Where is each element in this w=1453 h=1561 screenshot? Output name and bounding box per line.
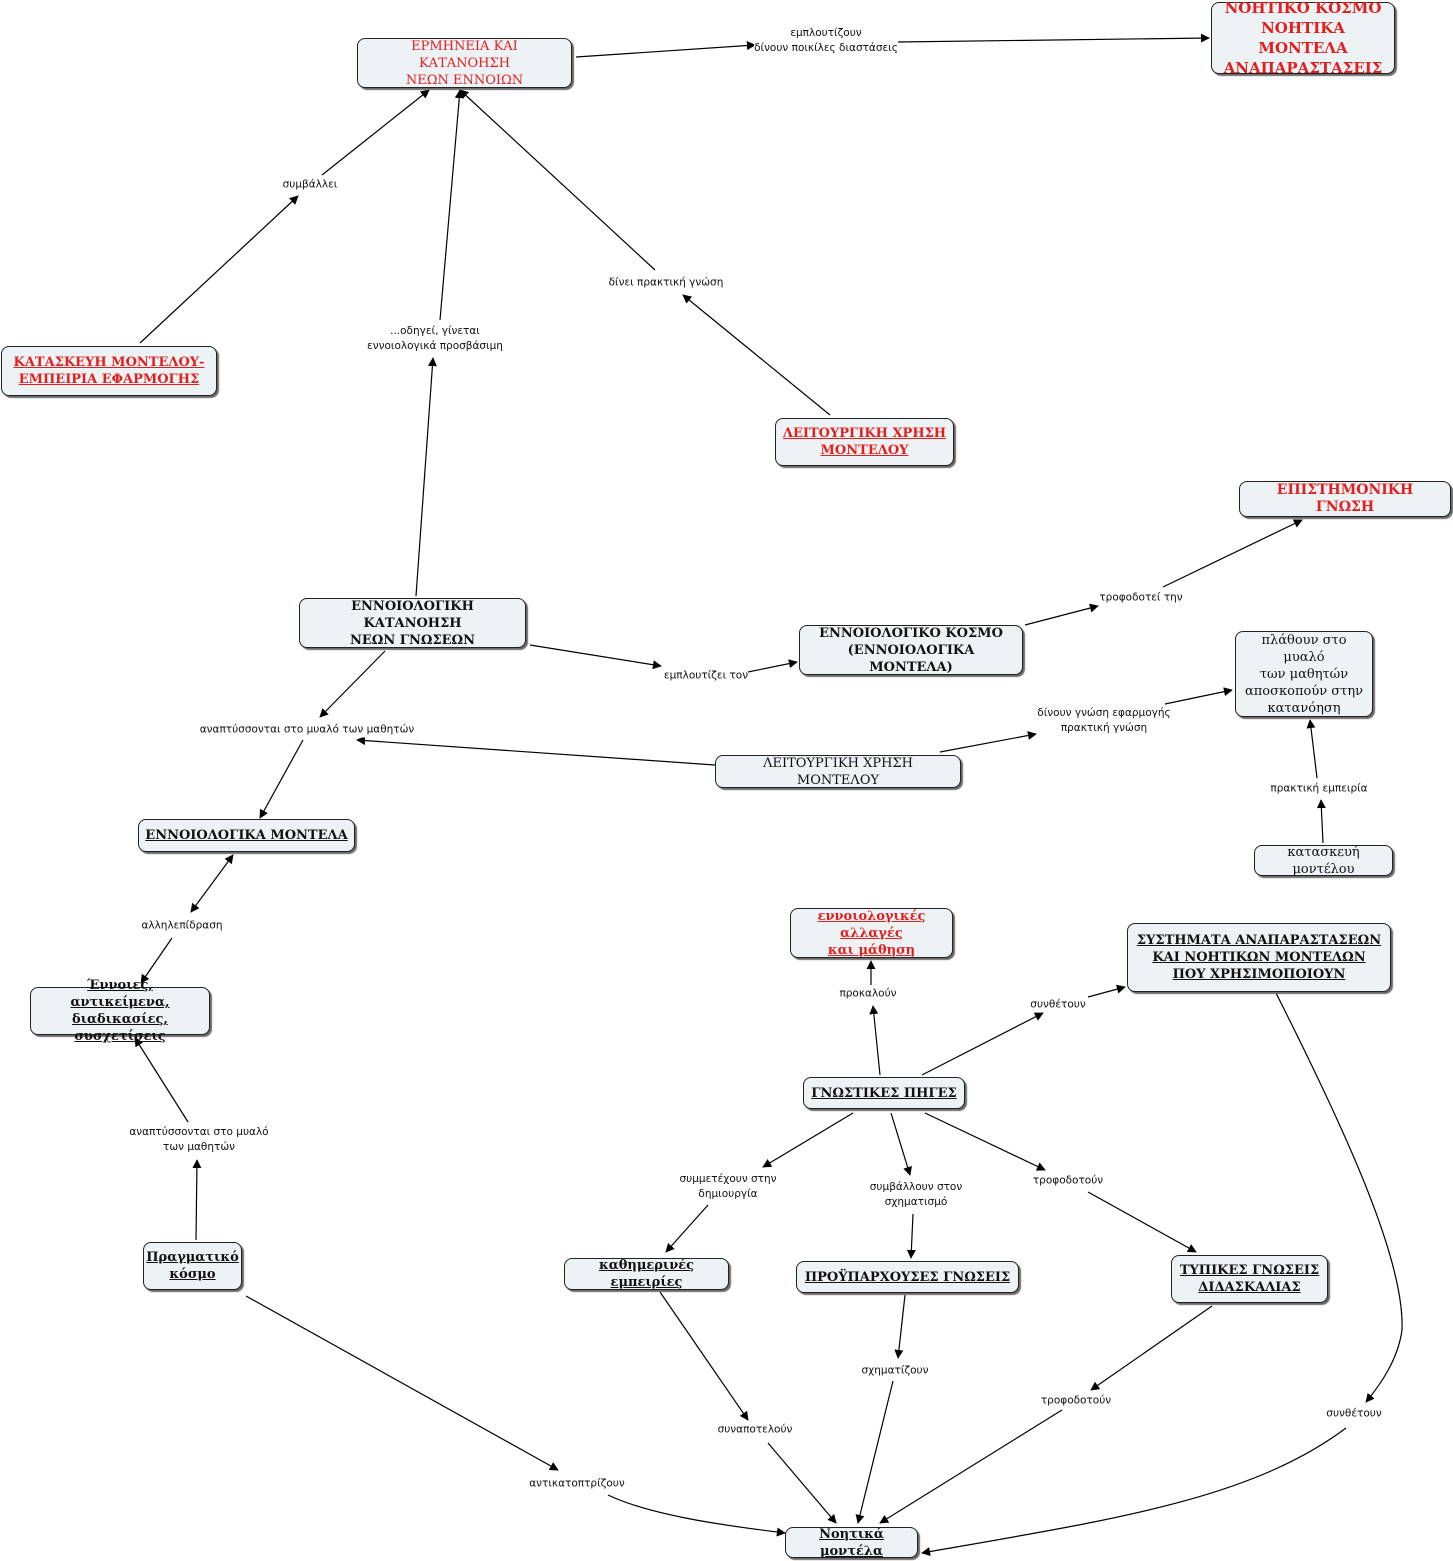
edge-contribute-to-prior [906,1213,916,1259]
node-cognitive-sources[interactable]: ΓΝΩΣΤΙΚΕΣ ΠΗΓΕΣ [803,1077,965,1109]
edge-understanding-to-leads [415,357,437,597]
edge-sources-to-feed [924,1112,1046,1171]
link-label-contribute-formation: συμβάλλουν στον σχηματισμό [869,1180,963,1210]
edge-makeup-to-mental [767,1442,837,1524]
edge-world-to-feeds [1024,603,1099,626]
link-label-enrich-dimensions: εμπλουτίζουν δίνουν ποικίλες διαστάσεις [754,26,898,56]
edge-leads-to-interpretation [439,89,464,321]
node-functional-use-2[interactable]: ΛΕΙΤΟΥΡΓΙΚΗ ΧΡΗΣΗ ΜΟΝΤΕΛΟΥ [715,755,961,788]
link-label-compose-2: συνθέτουν [1326,1406,1382,1422]
node-real-world[interactable]: Πραγματικό κόσμο [143,1242,242,1290]
link-label-feed-2: τροφοδοτούν [1040,1393,1112,1409]
edge-enriches-to-world [747,659,798,673]
node-model-building[interactable]: κατασκευή μοντέλου [1254,845,1393,877]
link-label-compose-1: συνθέτουν [1030,997,1086,1013]
link-label-cause: προκαλούν [839,986,897,1002]
edge-form-to-mental [855,1380,894,1524]
edge-reflect-to-mental [607,1494,786,1537]
node-mental-models[interactable]: Νοητικά μοντέλα [785,1527,918,1559]
edge-sources-to-cause [869,1005,881,1076]
link-label-feed-1: τροφοδοτούν [1032,1173,1104,1189]
edge-systems-to-compose2 [1275,992,1403,1403]
link-label-form: σχηματίζουν [861,1363,929,1379]
edge-participate-to-everyday [665,1204,709,1253]
edge-understanding-to-enriches [529,644,662,670]
node-concepts-objects[interactable]: Έννοιες, αντικείμενα, διαδικασίες, συσχε… [30,978,210,1044]
edge-interpretation-to-enrich-label [575,41,756,58]
edge-building-to-experience [1316,799,1326,844]
node-formal-knowledge[interactable]: ΤΥΠΙΚΕΣ ΓΝΩΣΕΙΣ ΔΙΔΑΣΚΑΛΙΑΣ [1171,1255,1328,1303]
edge-sources-to-compose [921,1012,1044,1076]
edge-compose-to-systems [1087,984,1126,998]
edge-everyday-to-makeup [659,1291,749,1421]
edge-sources-to-contribute [890,1112,912,1176]
node-conceptual-changes[interactable]: εννοιολογικές αλλαγές και μάθηση [790,908,953,958]
edge-compose2-to-mental [921,1427,1347,1557]
edge-feed-to-formal [1087,1191,1197,1253]
edge-construction-to-contributes [139,195,299,344]
edge-real-world-to-develop [192,1159,202,1241]
link-label-contributes: συμβάλλει [282,177,338,193]
edge-real-world-to-reflect [245,1295,559,1471]
node-mental-world[interactable]: ΝΟΗΤΙΚΟ ΚΟΣΜΟ ΝΟΗΤΙΚΑ ΜΟΝΤΕΛΑ ΑΝΑΠΑΡΑΣΤΑ… [1211,0,1395,77]
link-label-leads-accessible: ...οδηγεί, γίνεται εννοιολογικά προσβάσι… [367,324,503,354]
link-label-make-up: συναποτελούν [717,1422,793,1438]
edge-practical-to-interpretation [459,89,656,271]
node-scientific-knowledge[interactable]: ΕΠΙΣΤΗΜΟΝΙΚΗ ΓΝΩΣΗ [1239,481,1451,517]
edge-understanding-to-develop [319,650,386,718]
edge-develop2-to-concepts [134,1037,189,1123]
node-conceptual-models[interactable]: ΕΝΝΟΙΟΛΟΓΙΚΑ ΜΟΝΤΕΛΑ [138,819,355,852]
edge-develop-to-models [259,739,304,819]
edge-application-to-minds [1164,687,1233,705]
edge-prior-to-form [894,1294,906,1359]
link-label-develop-in-minds-2: αναπτύσσονται στο μυαλό των μαθητών [129,1125,269,1155]
node-interpretation[interactable]: ΕΡΜΗΝΕΙΑ ΚΑΙ ΚΑΤΑΝΟΗΣΗ ΝΕΩΝ ΕΝΝΟΙΩΝ [357,38,572,88]
link-label-gives-practical: δίνει πρακτική γνώση [608,275,724,291]
node-shape-minds[interactable]: πλάθουν στο μυαλό των μαθητών αποσκοπούν… [1235,631,1373,717]
node-prior-knowledge[interactable]: ΠΡΟΫΠΑΡΧΟΥΣΕΣ ΓΝΩΣΕΙΣ [796,1261,1019,1293]
node-conceptual-understanding[interactable]: ΕΝΝΟΙΟΛΟΓΙΚΗ ΚΑΤΑΝΟΗΣΗ ΝΕΩΝ ΓΝΩΣΕΩΝ [299,598,526,648]
node-representation-systems[interactable]: ΣΥΣΤΗΜΑΤΑ ΑΝΑΠΑΡΑΣΤΑΣΕΩΝ ΚΑΙ ΝΟΗΤΙΚΩΝ ΜΟ… [1127,923,1391,992]
link-label-enriches-the: εμπλουτίζει τον [663,668,749,684]
edge-models-to-interaction [190,854,234,913]
edge-functional2-to-application [939,731,1037,753]
edge-sources-to-participate [762,1112,854,1168]
link-label-reflect: αντικατοπτρίζουν [529,1476,625,1492]
link-label-develop-in-minds: αναπτύσσονται στο μυαλό των μαθητών [199,722,415,738]
link-label-feeds-the: τροφοδοτεί την [1099,590,1183,606]
link-label-practical-experience: πρακτική εμπειρία [1270,781,1368,797]
edge-contributes-to-interpretation [321,89,430,176]
node-conceptual-world[interactable]: ΕΝΝΟΙΟΛΟΓΙΚΟ ΚΟΣΜΟ (ΕΝΝΟΙΟΛΟΓΙΚΑ ΜΟΝΤΕΛΑ… [799,625,1023,675]
edge-functional2-to-develop [356,736,716,766]
node-everyday-experiences[interactable]: καθημερινές εμπειρίες [564,1258,729,1290]
link-label-interaction: αλληλεπίδραση [141,918,223,934]
edge-functional-use-to-practical [682,294,831,416]
node-model-construction[interactable]: ΚΑΤΑΣΚΕΥΗ ΜΟΝΤΕΛΟΥ- ΕΜΠΕΙΡΙΑ ΕΦΑΡΜΟΓΗΣ [1,346,217,396]
edge-feeds-to-science [1162,519,1303,588]
edge-formal-to-feed2 [1090,1305,1213,1391]
link-label-participate-creation: συμμετέχουν στην δημιουργία [679,1172,777,1202]
edge-feed2-to-mental [879,1409,1063,1524]
edge-enrich-label-to-mental-world [896,33,1210,43]
edge-interaction-to-concepts [140,937,173,984]
node-functional-use-1[interactable]: ΛΕΙΤΟΥΡΓΙΚΗ ΧΡΗΣΗ ΜΟΝΤΕΛΟΥ [775,418,954,466]
link-label-give-application: δίνουν γνώση εφαρμογής πρακτική γνώση [1037,706,1171,736]
edge-experience-to-minds [1306,719,1318,779]
